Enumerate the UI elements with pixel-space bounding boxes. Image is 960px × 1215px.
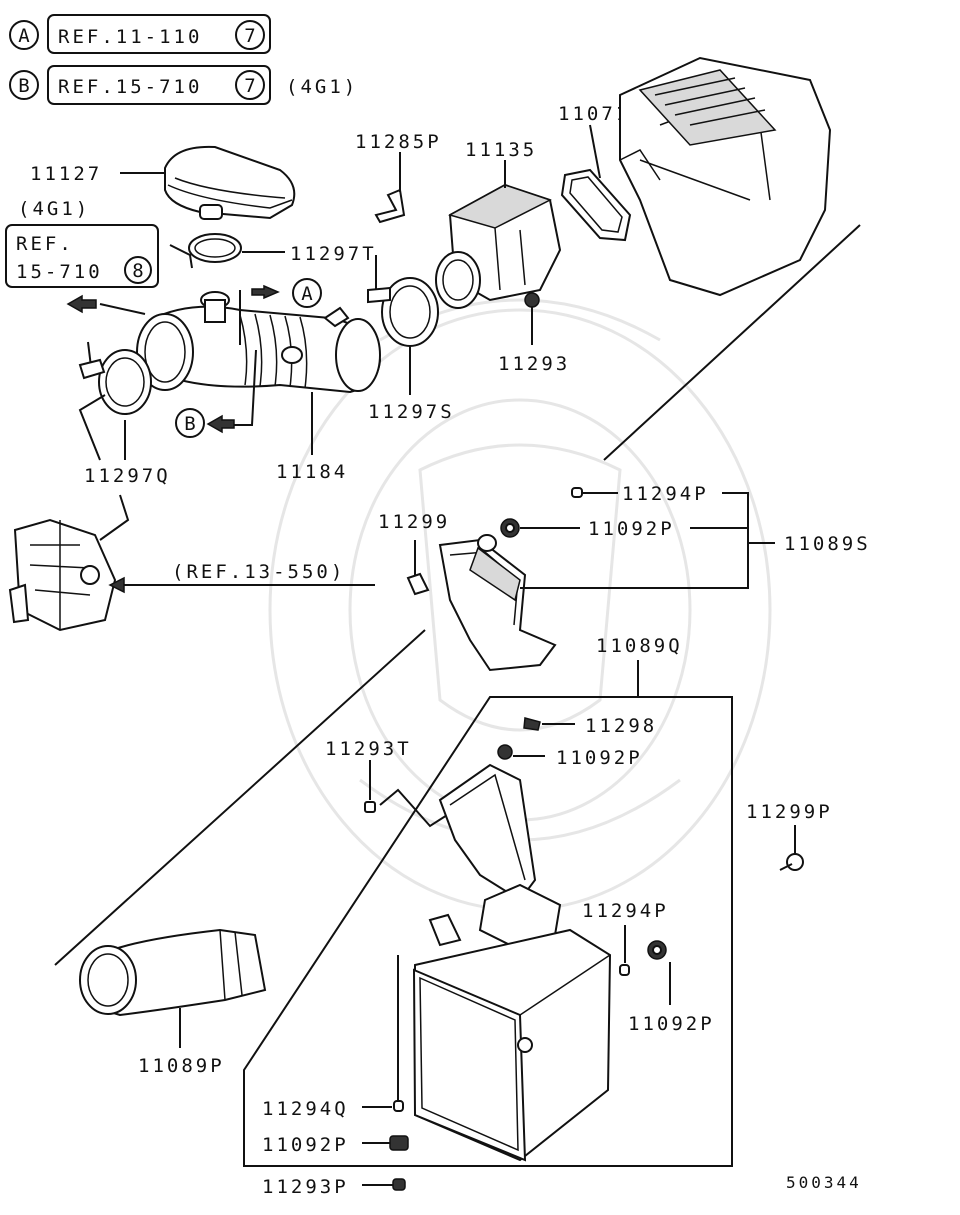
- label-11089S: 11089S: [784, 533, 871, 555]
- label-11071: 11071: [558, 103, 630, 125]
- ref-box-4g1: (4G1) REF. 15-710 8: [5, 198, 159, 288]
- assembly-11089Q-frame: 11089Q: [243, 635, 733, 1167]
- label-11293: 11293: [498, 353, 570, 375]
- part-11293-grommet: 11293: [498, 292, 570, 375]
- part-11297S-clamp: 11297S: [367, 255, 455, 423]
- label-11298: 11298: [585, 715, 657, 737]
- part-11092P-top: 11092P: [500, 518, 675, 540]
- part-11092P-mid: 11092P: [497, 744, 643, 769]
- diagram-id: 500344: [786, 1173, 862, 1192]
- ref-b-engine-note: (4G1): [286, 76, 358, 98]
- part-11089S-duct: [54, 224, 861, 966]
- part-11293P: 11293P: [262, 1176, 406, 1198]
- ref-b-header: B REF.15-710 7 (4G1): [9, 65, 358, 105]
- part-air-cleaner-housing: [619, 56, 832, 297]
- label-11127: 11127: [30, 163, 102, 185]
- part-11089P-duct: 11089P: [78, 928, 267, 1077]
- part-11299-bolt: 11299: [378, 511, 450, 596]
- label-11297T: 11297T: [290, 243, 377, 265]
- callout-arrow-b: B: [175, 349, 257, 438]
- label-11285P: 11285P: [355, 131, 442, 153]
- ref-b-label: REF.15-710: [58, 76, 202, 98]
- direction-arrow-left: [66, 294, 146, 315]
- ref-a-circle-letter: A: [18, 25, 30, 47]
- label-11092P-right: 11092P: [628, 1013, 715, 1035]
- part-11297Q-clamp: 11297Q: [78, 341, 171, 541]
- ref-a-number: 7: [244, 25, 255, 47]
- ref-box-number: 8: [132, 260, 143, 282]
- label-11089Q: 11089Q: [596, 635, 683, 657]
- label-11294P-right: 11294P: [582, 900, 669, 922]
- ref-box-engine-note: (4G1): [18, 198, 90, 220]
- label-11184: 11184: [276, 461, 348, 483]
- assembly-11089S-bracket: 11089S: [520, 492, 871, 589]
- label-11092P-bottom: 11092P: [262, 1134, 349, 1156]
- part-11299P-bolt: 11299P: [746, 801, 833, 871]
- ref-b-circle-letter: B: [18, 75, 29, 97]
- label-11293T: 11293T: [325, 738, 412, 760]
- label-11293P: 11293P: [262, 1176, 349, 1198]
- label-11297S: 11297S: [368, 401, 455, 423]
- ref-box-line2: 15-710: [16, 261, 103, 283]
- part-11092P-right: 11092P: [628, 940, 715, 1035]
- callout-arrow-a: A: [239, 278, 322, 345]
- part-11293T-grommet: 11293T: [325, 738, 456, 828]
- ref-b-number: 7: [244, 75, 255, 97]
- label-11297Q: 11297Q: [84, 465, 171, 487]
- part-11294Q: 11294Q: [262, 955, 404, 1120]
- part-11092P-bottom: 11092P: [262, 1134, 409, 1156]
- part-11135-airflow-sensor: 11135: [435, 139, 562, 309]
- label-11299P: 11299P: [746, 801, 833, 823]
- part-11297T-clamp: 11297T: [169, 233, 377, 269]
- part-11298-bolt: 11298: [523, 715, 657, 737]
- part-11294P-right: 11294P: [582, 900, 669, 976]
- ref-a-label: REF.11-110: [58, 26, 202, 48]
- part-11294P-top: 11294P: [571, 483, 709, 505]
- part-11184-intake-hose: 11184: [136, 291, 382, 483]
- part-lower-air-cleaner-case: [412, 763, 612, 1162]
- part-11285P-bracket: 11285P: [355, 131, 442, 224]
- callout-a-letter: A: [301, 283, 313, 305]
- part-11071-gasket: 11071: [558, 103, 632, 242]
- throttle-body-ref: (REF.13-550): [8, 518, 375, 632]
- ref-box-line1: REF.: [16, 233, 74, 255]
- label-11092P-mid: 11092P: [556, 747, 643, 769]
- label-11089P: 11089P: [138, 1055, 225, 1077]
- ref-a-header: A REF.11-110 7: [9, 14, 271, 54]
- label-11299: 11299: [378, 511, 450, 533]
- part-11127-resonator: 11127: [30, 145, 296, 220]
- label-11092P-top: 11092P: [588, 518, 675, 540]
- label-11294Q: 11294Q: [262, 1098, 349, 1120]
- label-11294P-top: 11294P: [622, 483, 709, 505]
- callout-b-letter: B: [184, 413, 195, 435]
- throttle-body-ref-label: (REF.13-550): [172, 561, 345, 583]
- label-11135: 11135: [465, 139, 537, 161]
